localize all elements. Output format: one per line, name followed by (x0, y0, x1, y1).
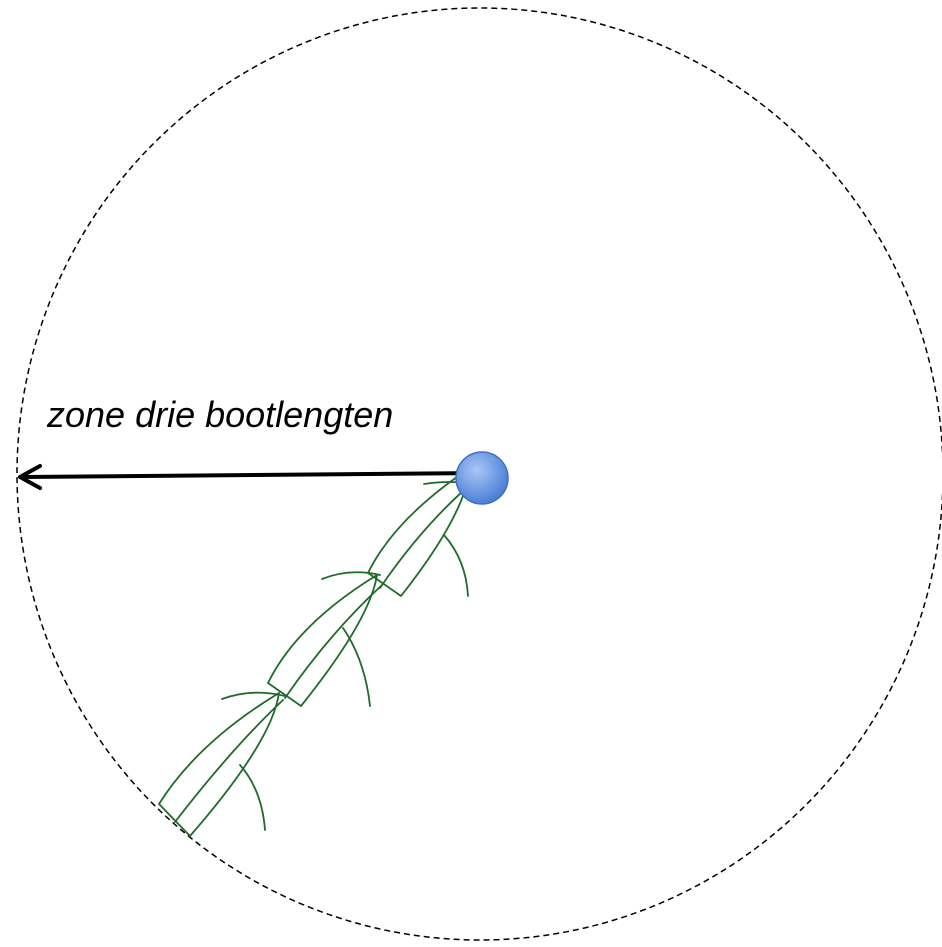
zone-label: zone drie bootlengten (46, 394, 393, 435)
boat-track (159, 468, 478, 836)
mark-buoy-icon (456, 452, 508, 504)
boat-1-wake-right (444, 535, 468, 596)
boat-3 (159, 693, 283, 836)
boat-2-hull (268, 575, 377, 706)
boat-2-wake-right (343, 628, 370, 706)
boat-1-hull (368, 468, 470, 596)
boat-3-wake-right (240, 765, 265, 830)
boat-2 (222, 575, 382, 706)
boat-1 (322, 468, 478, 596)
radius-arrow (20, 466, 484, 488)
boat-3-boom (175, 700, 283, 822)
boat-3-hull (159, 693, 279, 836)
boat-2-boom (285, 585, 382, 698)
radius-arrow-shaft (24, 473, 484, 477)
